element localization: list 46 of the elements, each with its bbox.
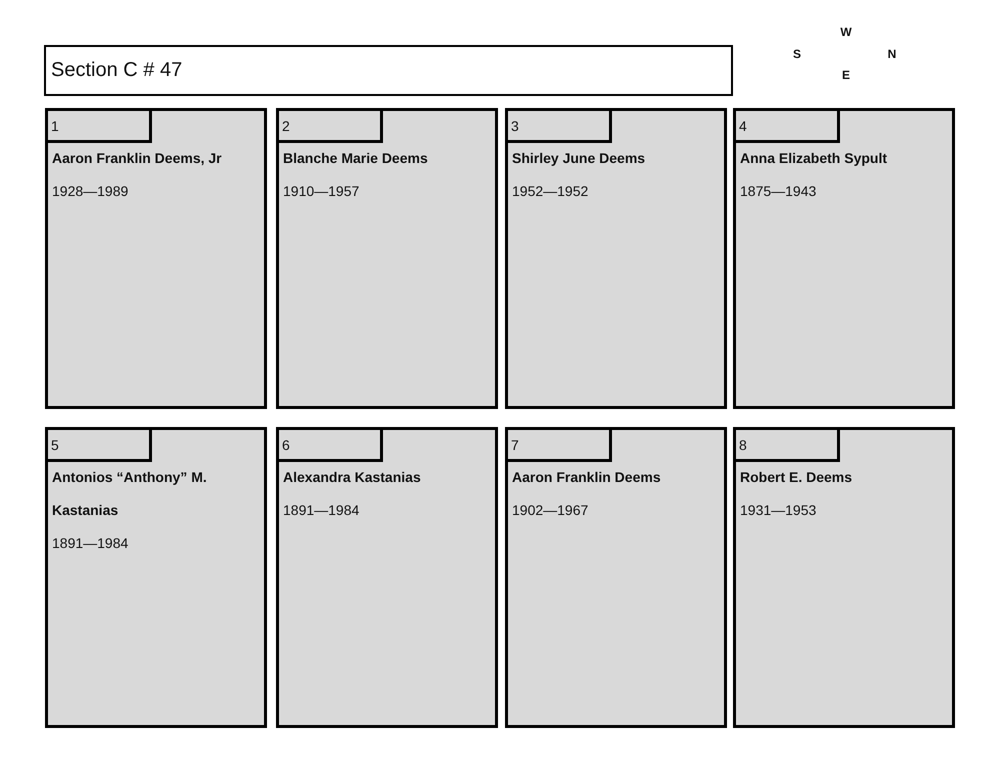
person-name: Antonios “Anthony” M. Kastanias [52, 468, 208, 520]
plot-number-tab [276, 108, 383, 143]
plot-number: 8 [739, 436, 747, 452]
compass-direction-label: E [842, 68, 850, 82]
life-dates: 1910—1957 [283, 182, 360, 201]
compass-direction-label: N [888, 47, 896, 61]
section-heading: Section C # 47 [51, 59, 182, 82]
grave-plot-box [45, 427, 267, 728]
section-header-box [44, 45, 733, 96]
person-name: Aaron Franklin Deems [512, 468, 662, 487]
plot-number-tab [733, 427, 840, 462]
life-dates: 1931—1953 [740, 501, 818, 520]
plot-number-tab [45, 108, 152, 143]
person-name: Aaron Franklin Deems, Jr [52, 149, 223, 168]
plot-number-tab [505, 427, 612, 462]
life-dates: 1902—1967 [512, 501, 590, 520]
plot-number: 7 [511, 436, 519, 452]
life-dates: 1875—1943 [740, 182, 818, 201]
plot-number: 3 [511, 118, 519, 134]
life-dates: 1928—1989 [52, 182, 130, 201]
life-dates: 1891—1984 [283, 501, 360, 520]
person-name: Anna Elizabeth Sypult [740, 149, 888, 168]
plot-number-tab [505, 108, 612, 143]
plot-number: 2 [282, 118, 290, 134]
plot-number: 6 [282, 436, 290, 452]
compass-direction-label: W [840, 25, 852, 39]
person-name: Shirley June Deems [512, 149, 646, 168]
grave-plot-box [45, 108, 267, 409]
plot-number: 5 [51, 436, 59, 452]
plot-number: 1 [51, 118, 59, 134]
grave-plot-box [733, 427, 955, 728]
person-name: Blanche Marie Deems [283, 149, 429, 168]
life-dates: 1891—1984 [52, 534, 130, 553]
plot-number-tab [733, 108, 840, 143]
life-dates: 1952—1952 [512, 182, 590, 201]
plot-number-tab [45, 427, 152, 462]
grave-plot-box [276, 427, 498, 728]
person-name: Alexandra Kastanias [283, 468, 422, 487]
grave-plot-box [505, 108, 727, 409]
compass-direction-label: S [793, 47, 801, 61]
plot-number: 4 [739, 118, 747, 134]
grave-plot-box [505, 427, 727, 728]
person-name: Robert E. Deems [740, 468, 854, 487]
plot-number-tab [276, 427, 383, 462]
grave-plot-box [276, 108, 498, 409]
grave-plot-box [733, 108, 955, 409]
